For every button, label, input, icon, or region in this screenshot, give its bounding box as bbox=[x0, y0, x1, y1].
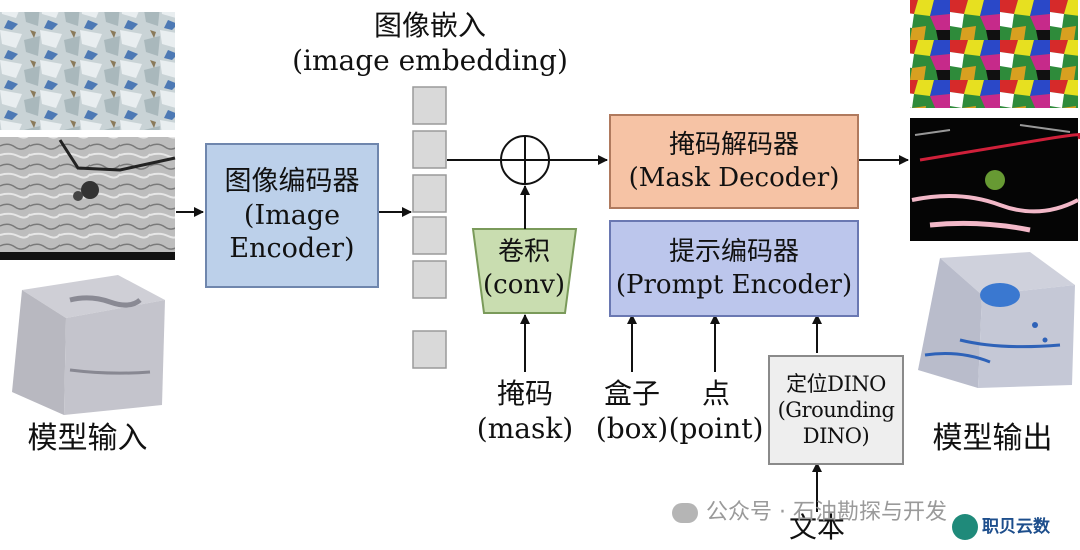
input-label: 模型输入 bbox=[27, 421, 148, 456]
prompt-encoder-box: 提示编码器 (Prompt Encoder) bbox=[609, 220, 859, 317]
input-thin-section-image bbox=[0, 12, 175, 130]
prompt-mask-zh: 掩码 bbox=[496, 377, 553, 410]
embedding-token bbox=[412, 86, 447, 125]
flow-arrows bbox=[176, 155, 909, 512]
prompt-mask-label: 掩码 (mask) bbox=[465, 376, 585, 446]
image-encoder-en-1: (Image bbox=[243, 199, 341, 231]
grounding-dino-box: 定位DINO (Grounding DINO) bbox=[768, 355, 904, 465]
brand-watermark: 职贝云数 bbox=[952, 512, 1050, 540]
wechat-watermark: 公众号 · 石油勘探与开发 bbox=[672, 494, 947, 526]
wechat-icon bbox=[672, 503, 698, 523]
embedding-token bbox=[412, 330, 447, 369]
output-3d-model-cube bbox=[918, 252, 1075, 388]
embedding-token bbox=[412, 174, 447, 213]
image-encoder-box: 图像编码器 (Image Encoder) bbox=[205, 143, 379, 288]
add-node bbox=[500, 135, 550, 185]
grounding-dino-en-2: DINO) bbox=[802, 424, 870, 449]
prompt-box-zh: 盒子 bbox=[603, 377, 660, 410]
output-label: 模型输出 bbox=[932, 421, 1053, 456]
text-input-label: 文本 bbox=[788, 511, 845, 544]
prompt-box-label: 盒子 (box) bbox=[582, 376, 682, 446]
input-3d-model-cube bbox=[12, 275, 165, 415]
conv-label-en: (conv) bbox=[483, 269, 565, 300]
embedding-label-en: (image embedding) bbox=[292, 44, 568, 77]
conv-label: 卷积 (conv) bbox=[464, 236, 584, 301]
brand-logo-icon bbox=[952, 514, 978, 540]
embedding-label: 图像嵌入 (image embedding) bbox=[290, 8, 570, 78]
prompt-encoder-zh: 提示编码器 bbox=[668, 237, 799, 267]
embedding-tokens bbox=[412, 86, 447, 369]
conv-label-zh: 卷积 bbox=[497, 237, 550, 267]
prompt-point-label: 点 (point) bbox=[664, 376, 768, 446]
image-encoder-zh: 图像编码器 bbox=[224, 165, 360, 197]
embedding-token bbox=[412, 260, 447, 299]
embedding-token bbox=[412, 216, 447, 255]
prompt-encoder-en: (Prompt Encoder) bbox=[615, 269, 853, 300]
conv-block bbox=[471, 228, 578, 314]
brand-watermark-text: 职贝云数 bbox=[982, 517, 1050, 537]
image-encoder-en-2: Encoder) bbox=[229, 233, 355, 265]
prompt-point-en: (point) bbox=[668, 412, 764, 445]
mask-decoder-zh: 掩码解码器 bbox=[668, 130, 799, 160]
output-segmentation-map bbox=[910, 0, 1078, 108]
wechat-watermark-text: 公众号 · 石油勘探与开发 bbox=[706, 500, 947, 525]
prompt-box-en: (box) bbox=[595, 412, 669, 445]
prompt-mask-en: (mask) bbox=[476, 412, 574, 445]
prompt-point-zh: 点 bbox=[701, 377, 730, 410]
input-sem-image bbox=[0, 137, 176, 260]
embedding-label-zh: 图像嵌入 bbox=[373, 9, 486, 42]
mask-decoder-box: 掩码解码器 (Mask Decoder) bbox=[609, 114, 859, 209]
mask-decoder-en: (Mask Decoder) bbox=[628, 162, 840, 193]
output-mask-image bbox=[910, 118, 1080, 241]
grounding-dino-en-1: (Grounding bbox=[777, 397, 895, 422]
grounding-dino-zh: 定位DINO bbox=[786, 371, 886, 396]
embedding-token bbox=[412, 130, 447, 169]
